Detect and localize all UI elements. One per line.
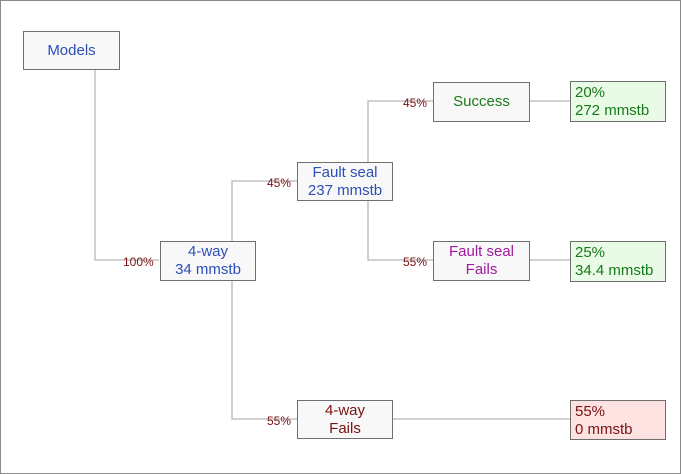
- node-success[interactable]: Success: [433, 82, 530, 122]
- node-fault-seal-volume: 237 mmstb: [307, 181, 383, 199]
- outcome-four-way-fails-volume: 0 mmstb: [575, 421, 633, 438]
- probability-fault-seal-to-success: 45%: [403, 96, 428, 110]
- outcome-success[interactable]: 20% 272 mmstb: [570, 81, 666, 122]
- node-four-way-fails[interactable]: 4-way Fails: [297, 400, 393, 439]
- node-four-way-fails-line1: 4-way: [324, 401, 365, 419]
- node-four-way[interactable]: 4-way 34 mmstb: [160, 241, 256, 281]
- node-four-way-name: 4-way: [187, 243, 228, 260]
- outcome-fault-seal-fails-volume: 34.4 mmstb: [575, 262, 654, 279]
- node-four-way-fails-line2: Fails: [329, 419, 361, 437]
- node-fault-seal[interactable]: Fault seal 237 mmstb: [297, 162, 393, 201]
- probability-four-way-to-fails: 55%: [267, 414, 292, 428]
- outcome-four-way-fails-probability: 55%: [575, 403, 606, 420]
- probability-four-way-to-fault-seal: 45%: [267, 176, 292, 190]
- node-models-label: Models: [47, 41, 96, 59]
- connector-four-way-to-fault-seal: [231, 180, 297, 241]
- outcome-success-probability: 20%: [575, 84, 606, 101]
- probability-models-to-four-way: 100%: [123, 255, 154, 269]
- connector-models-to-four-way: [94, 70, 159, 261]
- connector-four-way-to-fails: [231, 281, 297, 420]
- outcome-fault-seal-fails[interactable]: 25% 34.4 mmstb: [570, 241, 666, 282]
- connector-fault-seal-to-success: [367, 100, 433, 162]
- connector-fault-seal-to-fails: [367, 201, 433, 261]
- node-fault-seal-fails[interactable]: Fault seal Fails: [433, 241, 530, 281]
- outcome-success-volume: 272 mmstb: [575, 102, 650, 119]
- node-models[interactable]: Models: [23, 31, 120, 70]
- outcome-fault-seal-fails-probability: 25%: [575, 244, 606, 261]
- node-four-way-volume: 34 mmstb: [175, 261, 241, 278]
- outcome-four-way-fails[interactable]: 55% 0 mmstb: [570, 400, 666, 440]
- node-fault-seal-name: Fault seal: [312, 163, 378, 181]
- node-fault-seal-fails-line1: Fault seal: [448, 243, 515, 260]
- probability-fault-seal-to-fails: 55%: [403, 255, 428, 269]
- node-fault-seal-fails-line2: Fails: [465, 261, 498, 278]
- node-success-label: Success: [453, 93, 510, 110]
